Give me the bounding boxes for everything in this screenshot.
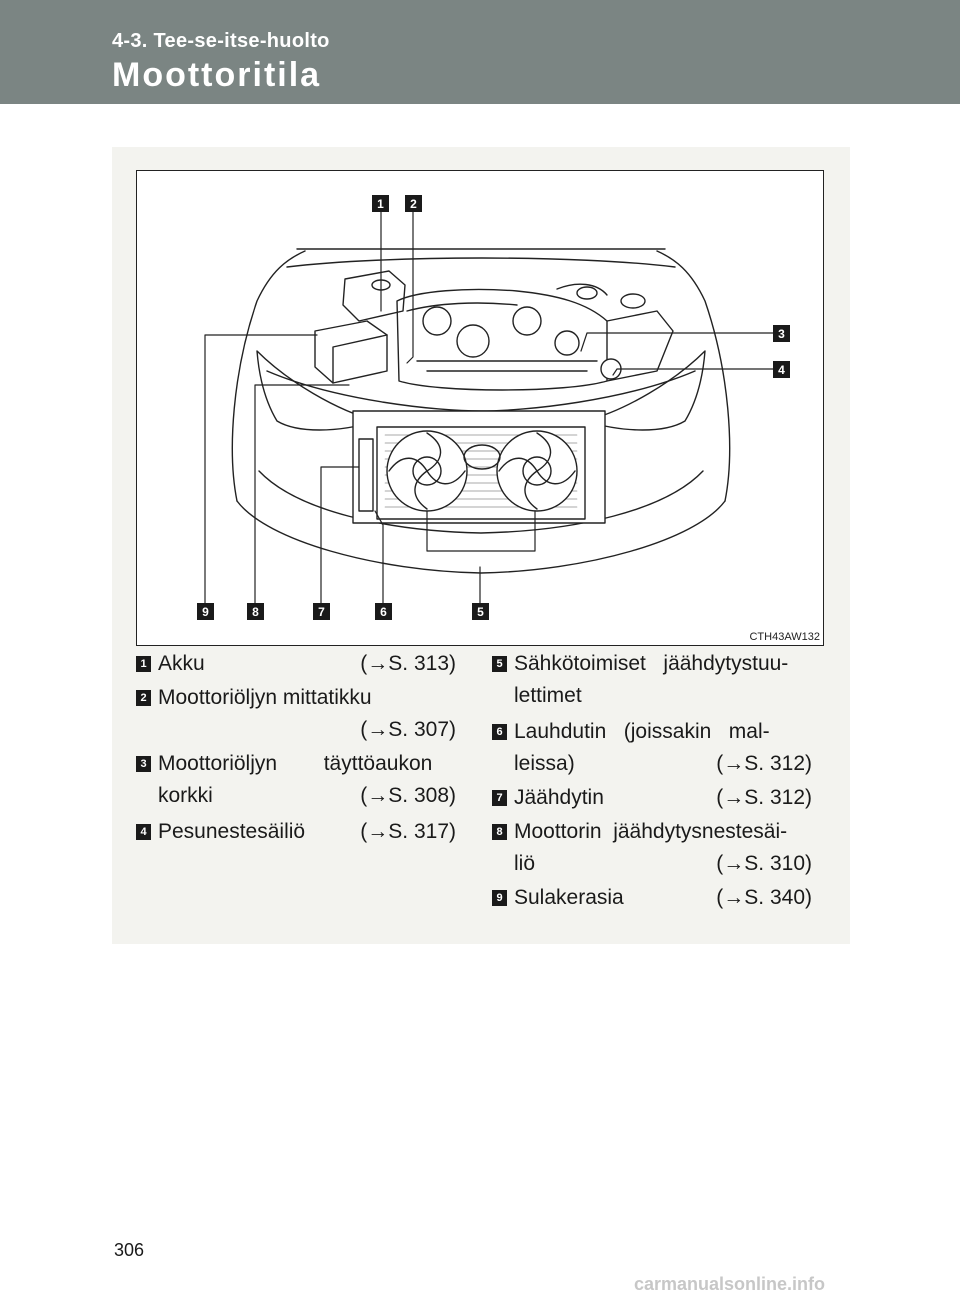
section-heading: 4-3. Tee-se-itse-huolto — [112, 30, 330, 52]
callout-5: 5 — [477, 605, 484, 619]
item-number-badge: 8 — [492, 824, 507, 840]
page-title: Moottoritila — [112, 56, 322, 94]
item-number-badge: 9 — [492, 890, 507, 906]
item-number-badge: 4 — [136, 824, 151, 840]
page-reference: (→S. 310) — [716, 852, 812, 875]
page-header: 4-3. Tee-se-itse-huolto Moottoritila — [0, 0, 960, 104]
page-reference: (→S. 308) — [360, 784, 456, 807]
legend-item-6: 6 Lauhdutin (joissakin mal- leissa) (→S.… — [492, 716, 826, 780]
item-number-badge: 3 — [136, 756, 151, 772]
page-reference: (→S. 312) — [716, 752, 812, 775]
callout-9: 9 — [202, 605, 209, 619]
callout-1: 1 — [377, 197, 384, 211]
page-reference: (→S. 317) — [360, 820, 456, 843]
legend-item-2: 2 Moottoriöljyn mittatikku (→S. 307) — [136, 682, 462, 746]
item-number-badge: 7 — [492, 790, 507, 806]
item-number-badge: 5 — [492, 656, 507, 672]
page-reference: (→S. 307) — [360, 718, 456, 741]
legend-item-3: 3 Moottoriöljyn täyttöaukon korkki (→S. … — [136, 748, 462, 812]
item-number-badge: 2 — [136, 690, 151, 706]
watermark: carmanualsonline.info — [634, 1274, 826, 1294]
legend-item-8: 8 Moottorin jäähdytysnestesäi- liö (→S. … — [492, 816, 826, 880]
page-reference: (→S. 340) — [716, 886, 812, 909]
callout-4: 4 — [778, 363, 785, 377]
engine-drawing: 1 2 3 4 5 6 7 8 9 — [197, 195, 790, 620]
item-number-badge: 1 — [136, 656, 151, 672]
callout-7: 7 — [318, 605, 325, 619]
item-number-badge: 6 — [492, 724, 507, 740]
callout-6: 6 — [380, 605, 387, 619]
page-reference: (→S. 313) — [360, 652, 456, 675]
page-reference: (→S. 312) — [716, 786, 812, 809]
engine-compartment-illustration: 1 2 3 4 5 6 7 8 9 CTH43AW132 — [136, 170, 824, 646]
legend-item-5: 5 Sähkötoimiset jäähdytystuu- lettimet — [492, 648, 826, 712]
callout-3: 3 — [778, 327, 785, 341]
callout-2: 2 — [410, 197, 417, 211]
figure-code: CTH43AW132 — [749, 631, 820, 643]
callout-8: 8 — [252, 605, 259, 619]
page-number: 306 — [114, 1240, 145, 1260]
